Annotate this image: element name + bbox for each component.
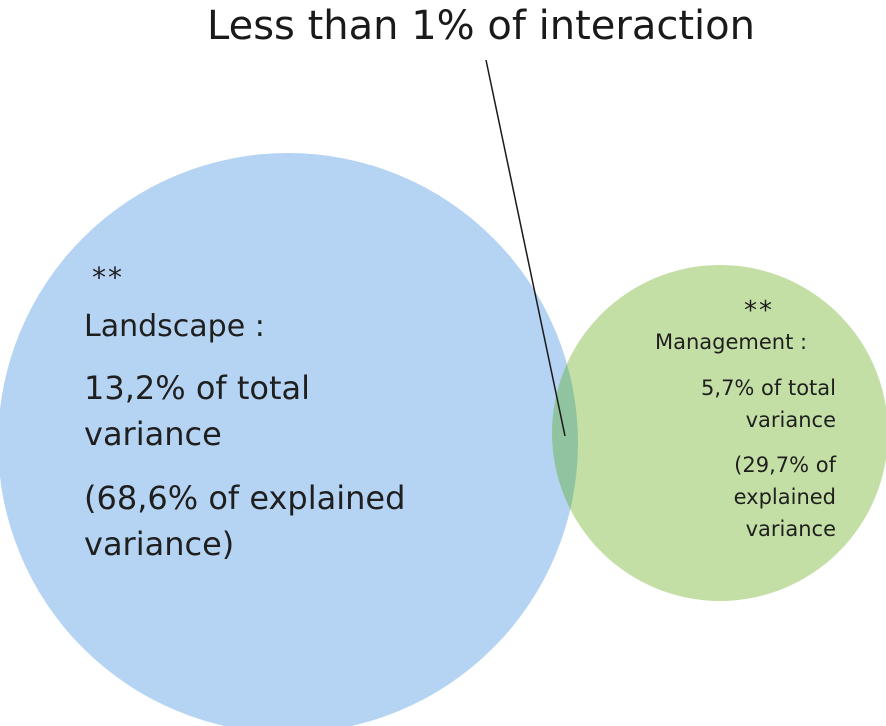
management-circle — [552, 265, 886, 601]
management-significance-stars: ** — [744, 296, 774, 326]
landscape-circle — [0, 153, 578, 726]
landscape-explained-variance: (68,6% of explained — [84, 479, 406, 517]
management-explained-variance-cont: explained — [733, 485, 836, 509]
management-explained-variance-end: variance — [745, 517, 836, 541]
callout-line — [485, 59, 566, 437]
landscape-significance-stars: ** — [92, 261, 124, 294]
landscape-title: Landscape : — [84, 309, 265, 344]
landscape-total-variance-cont: variance — [84, 415, 222, 453]
landscape-total-variance: 13,2% of total — [84, 369, 311, 407]
management-explained-variance: (29,7% of — [734, 453, 836, 477]
landscape-explained-variance-cont: variance) — [84, 525, 235, 563]
management-title: Management : — [655, 330, 808, 354]
management-total-variance-cont: variance — [745, 408, 836, 432]
interaction-callout-label: Less than 1% of interaction — [207, 3, 755, 49]
management-total-variance: 5,7% of total — [701, 376, 836, 400]
